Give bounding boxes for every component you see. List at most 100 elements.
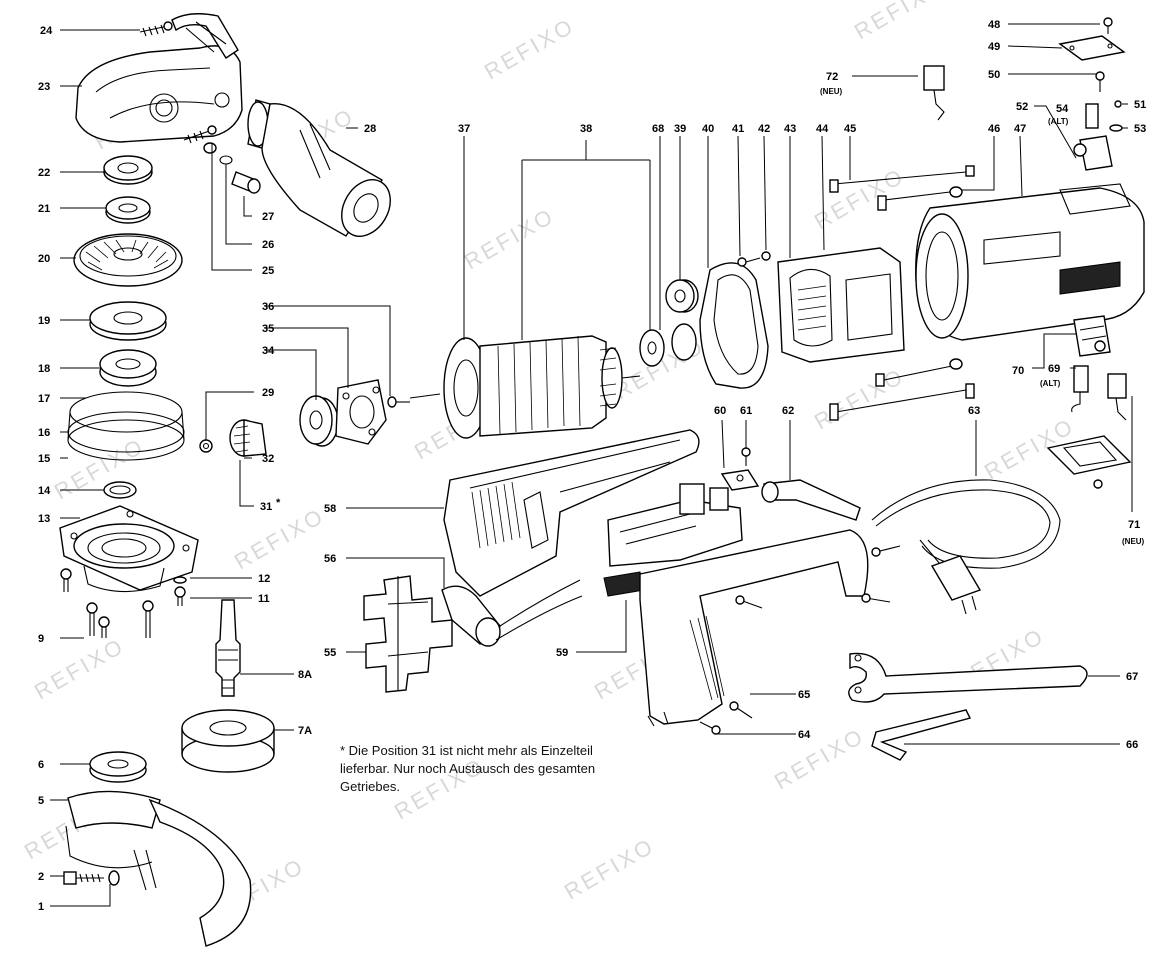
spring-26 — [203, 142, 233, 165]
label-72: 72 — [826, 71, 838, 83]
gear-housing-part — [75, 13, 243, 143]
label-64: 64 — [798, 729, 811, 741]
label-31-asterisk: * — [276, 497, 281, 509]
watermark: REFIXO — [460, 203, 559, 275]
watermark: REFIXO — [30, 633, 129, 705]
label-23: 23 — [38, 81, 50, 93]
label-40: 40 — [702, 123, 714, 135]
label-45: 45 — [844, 123, 856, 135]
nut-1 — [108, 870, 120, 886]
label-49: 49 — [988, 41, 1000, 53]
auxiliary-handle-28 — [247, 99, 391, 237]
disc-19 — [89, 301, 167, 341]
label-59: 59 — [556, 647, 568, 659]
label-54: 54 — [1056, 103, 1069, 115]
label-27: 27 — [262, 211, 274, 223]
screw-11 — [174, 586, 186, 606]
label-43: 43 — [784, 123, 796, 135]
hex-key-66 — [871, 709, 972, 761]
footnote: * Die Position 31 ist nicht mehr als Ein… — [340, 743, 595, 794]
bearing-34 — [299, 395, 339, 447]
label-53: 53 — [1134, 123, 1146, 135]
brush-54 — [1085, 103, 1099, 129]
bearing-21 — [105, 196, 151, 224]
label-18: 18 — [38, 363, 50, 375]
label-26: 26 — [262, 239, 274, 251]
label-24: 24 — [40, 25, 53, 37]
label-36: 36 — [262, 301, 274, 313]
nut-29 — [199, 439, 213, 453]
screw-24 — [139, 21, 173, 37]
label-32: 32 — [262, 453, 274, 465]
cover-plate — [1046, 435, 1132, 489]
o-ring-14 — [103, 481, 137, 499]
bearing-22 — [103, 155, 153, 185]
washer-42 — [761, 251, 771, 261]
bearing-plate-35 — [335, 379, 387, 445]
label-54-alt: (ALT) — [1048, 117, 1069, 126]
label-70: 70 — [1012, 365, 1024, 377]
label-68: 68 — [652, 123, 664, 135]
screw-48 — [1103, 17, 1113, 34]
label-38: 38 — [580, 123, 592, 135]
label-35: 35 — [262, 323, 274, 335]
label-72-neu: (NEU) — [820, 87, 843, 96]
wheel-guard-5 — [65, 790, 252, 947]
label-6: 6 — [38, 759, 44, 771]
parts — [59, 13, 1145, 947]
footnote-line-2: lieferbar. Nur noch Austausch des gesamt… — [340, 761, 595, 776]
clamp-60 — [720, 469, 760, 491]
screw-50 — [1095, 71, 1105, 92]
label-1: 1 — [38, 901, 44, 913]
lead-46 — [877, 186, 963, 211]
label-62: 62 — [782, 405, 794, 417]
lead-lower — [829, 358, 975, 421]
label-16: 16 — [38, 427, 50, 439]
watermark: REFIXO — [770, 723, 869, 795]
motor-housing-47 — [915, 183, 1145, 341]
screw-25 — [183, 125, 217, 144]
washer-12 — [173, 576, 187, 584]
label-13: 13 — [38, 513, 50, 525]
label-28: 28 — [364, 123, 376, 135]
cable-sleeve-62 — [761, 479, 861, 521]
label-20: 20 — [38, 253, 50, 265]
screw-41 — [737, 257, 761, 267]
watermark: REFIXO — [230, 503, 329, 575]
footnote-line-1: * Die Position 31 ist nicht mehr als Ein… — [340, 743, 593, 758]
label-71: 71 — [1128, 519, 1140, 531]
pinion-32 — [229, 419, 267, 457]
flange-nut-7a — [181, 709, 275, 773]
bearing-18 — [99, 349, 157, 387]
footnote-line-3: Getriebes. — [340, 779, 400, 794]
watermark: REFIXO — [810, 363, 909, 435]
label-65: 65 — [798, 689, 810, 701]
label-41: 41 — [732, 123, 744, 135]
clamp-nut-6 — [89, 751, 147, 783]
label-71-neu: (NEU) — [1122, 537, 1145, 546]
label-58: 58 — [324, 503, 336, 515]
washer-53 — [1109, 124, 1123, 132]
label-21: 21 — [38, 203, 50, 215]
switch-59 — [603, 483, 743, 597]
spindle-8a — [215, 599, 241, 697]
brush-holder-70 — [1073, 315, 1111, 357]
label-69: 69 — [1048, 363, 1060, 375]
brush-71 — [1107, 373, 1127, 421]
grip-56 — [441, 579, 583, 647]
label-39: 39 — [674, 123, 686, 135]
label-9: 9 — [38, 633, 44, 645]
brush-holder-52 — [1073, 135, 1113, 171]
bearing-flange-13 — [59, 505, 199, 593]
leader-lines — [50, 23, 1133, 907]
label-19: 19 — [38, 315, 50, 327]
switch-bracket-55 — [363, 575, 453, 693]
air-baffle-40 — [699, 262, 769, 389]
brush-69 — [1071, 365, 1089, 413]
watermark: REFIXO — [560, 833, 659, 905]
label-51: 51 — [1134, 99, 1146, 111]
label-56: 56 — [324, 553, 336, 565]
screw-2 — [63, 871, 104, 885]
